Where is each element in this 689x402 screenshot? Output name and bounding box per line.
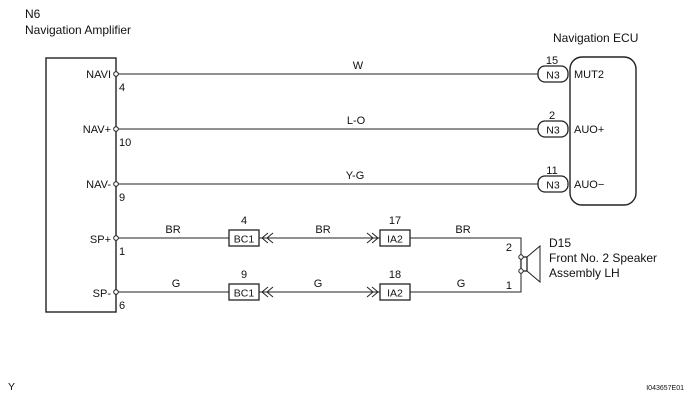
wire-color-g-1: G [172, 278, 181, 290]
bc1-pin-top: 4 [241, 215, 247, 227]
wire-color-g-2: G [314, 278, 323, 290]
connector-ia2-bottom: IA2 [379, 283, 411, 301]
pin-number-nav-minus: 9 [119, 192, 125, 204]
connector-ia2-top: IA2 [379, 229, 411, 247]
amplifier-name: Navigation Amplifier [25, 23, 131, 37]
svg-text:IA2: IA2 [387, 234, 403, 246]
wire-color-br-2: BR [315, 224, 330, 236]
pin-label-sp-minus: SP- [93, 288, 112, 300]
pin-label-nav-minus: NAV- [86, 179, 111, 191]
terminal-dot [113, 289, 119, 295]
mating-chevron-left-icon [261, 286, 274, 298]
pin-number-navi: 4 [119, 82, 125, 94]
pin-number-sp-minus: 6 [119, 300, 125, 312]
wire-sp-minus-seg3 [410, 271, 522, 293]
connector-n3-auo-plus: N3 [537, 120, 569, 138]
amplifier-box [45, 57, 117, 313]
pin-number-sp-plus: 1 [119, 246, 125, 258]
wire-sp-plus-seg3 [410, 237, 522, 257]
connector-label: N3 [546, 70, 560, 82]
connector-label: N3 [546, 125, 560, 137]
speaker-code: D15 [549, 236, 571, 250]
figure-id: I043657E01 [646, 385, 684, 392]
speaker-icon [518, 244, 541, 284]
amplifier-code: N6 [25, 7, 41, 21]
ecu-box [569, 56, 637, 206]
mating-chevron-left-icon [261, 232, 274, 244]
footer-left-mark: Y [8, 381, 15, 393]
ecu-pin-number-auo-minus: 11 [546, 165, 557, 177]
wire-color-br-3: BR [455, 224, 470, 236]
mating-chevron-right-icon [366, 286, 379, 298]
speaker-pin-top: 2 [506, 242, 512, 254]
terminal-dot [113, 181, 119, 187]
ecu-pin-label-auo-minus: AUO− [574, 179, 604, 191]
connector-n3-mut2: N3 [537, 65, 569, 83]
svg-text:BC1: BC1 [234, 288, 255, 300]
pin-label-nav-plus: NAV+ [83, 124, 111, 136]
pin-label-sp-plus: SP+ [90, 234, 111, 246]
ecu-pin-number-auo-plus: 2 [549, 110, 555, 122]
speaker-pin-bottom: 1 [506, 280, 512, 292]
connector-n3-auo-minus: N3 [537, 175, 569, 193]
pin-number-nav-plus: 10 [119, 137, 131, 149]
terminal-dot [113, 126, 119, 132]
wire-color-w: W [353, 60, 364, 72]
ecu-pin-label-auo-plus: AUO+ [574, 124, 604, 136]
speaker-name-line2: Assembly LH [549, 266, 620, 280]
terminal-dot [113, 71, 119, 77]
bc1-pin-bottom: 9 [241, 269, 247, 281]
ia2-pin-top: 17 [389, 215, 401, 227]
ia2-pin-bottom: 18 [389, 269, 401, 281]
connector-label: N3 [546, 180, 560, 192]
wire-color-l-o: L-O [347, 115, 366, 127]
svg-text:BC1: BC1 [234, 234, 255, 246]
wire-color-y-g: Y-G [346, 170, 365, 182]
connector-bc1-bottom: BC1 [228, 283, 260, 301]
speaker-name-line1: Front No. 2 Speaker [549, 251, 657, 265]
ecu-pin-number-mut2: 15 [546, 55, 558, 67]
ecu-name: Navigation ECU [553, 31, 638, 45]
pin-label-navi: NAVI [86, 69, 111, 81]
ecu-pin-label-mut2: MUT2 [574, 69, 604, 81]
mating-chevron-right-icon [366, 232, 379, 244]
terminal-dot [113, 235, 119, 241]
wire-color-br-1: BR [165, 224, 180, 236]
svg-text:IA2: IA2 [387, 288, 403, 300]
wire-color-g-3: G [457, 278, 466, 290]
connector-bc1-top: BC1 [228, 229, 260, 247]
